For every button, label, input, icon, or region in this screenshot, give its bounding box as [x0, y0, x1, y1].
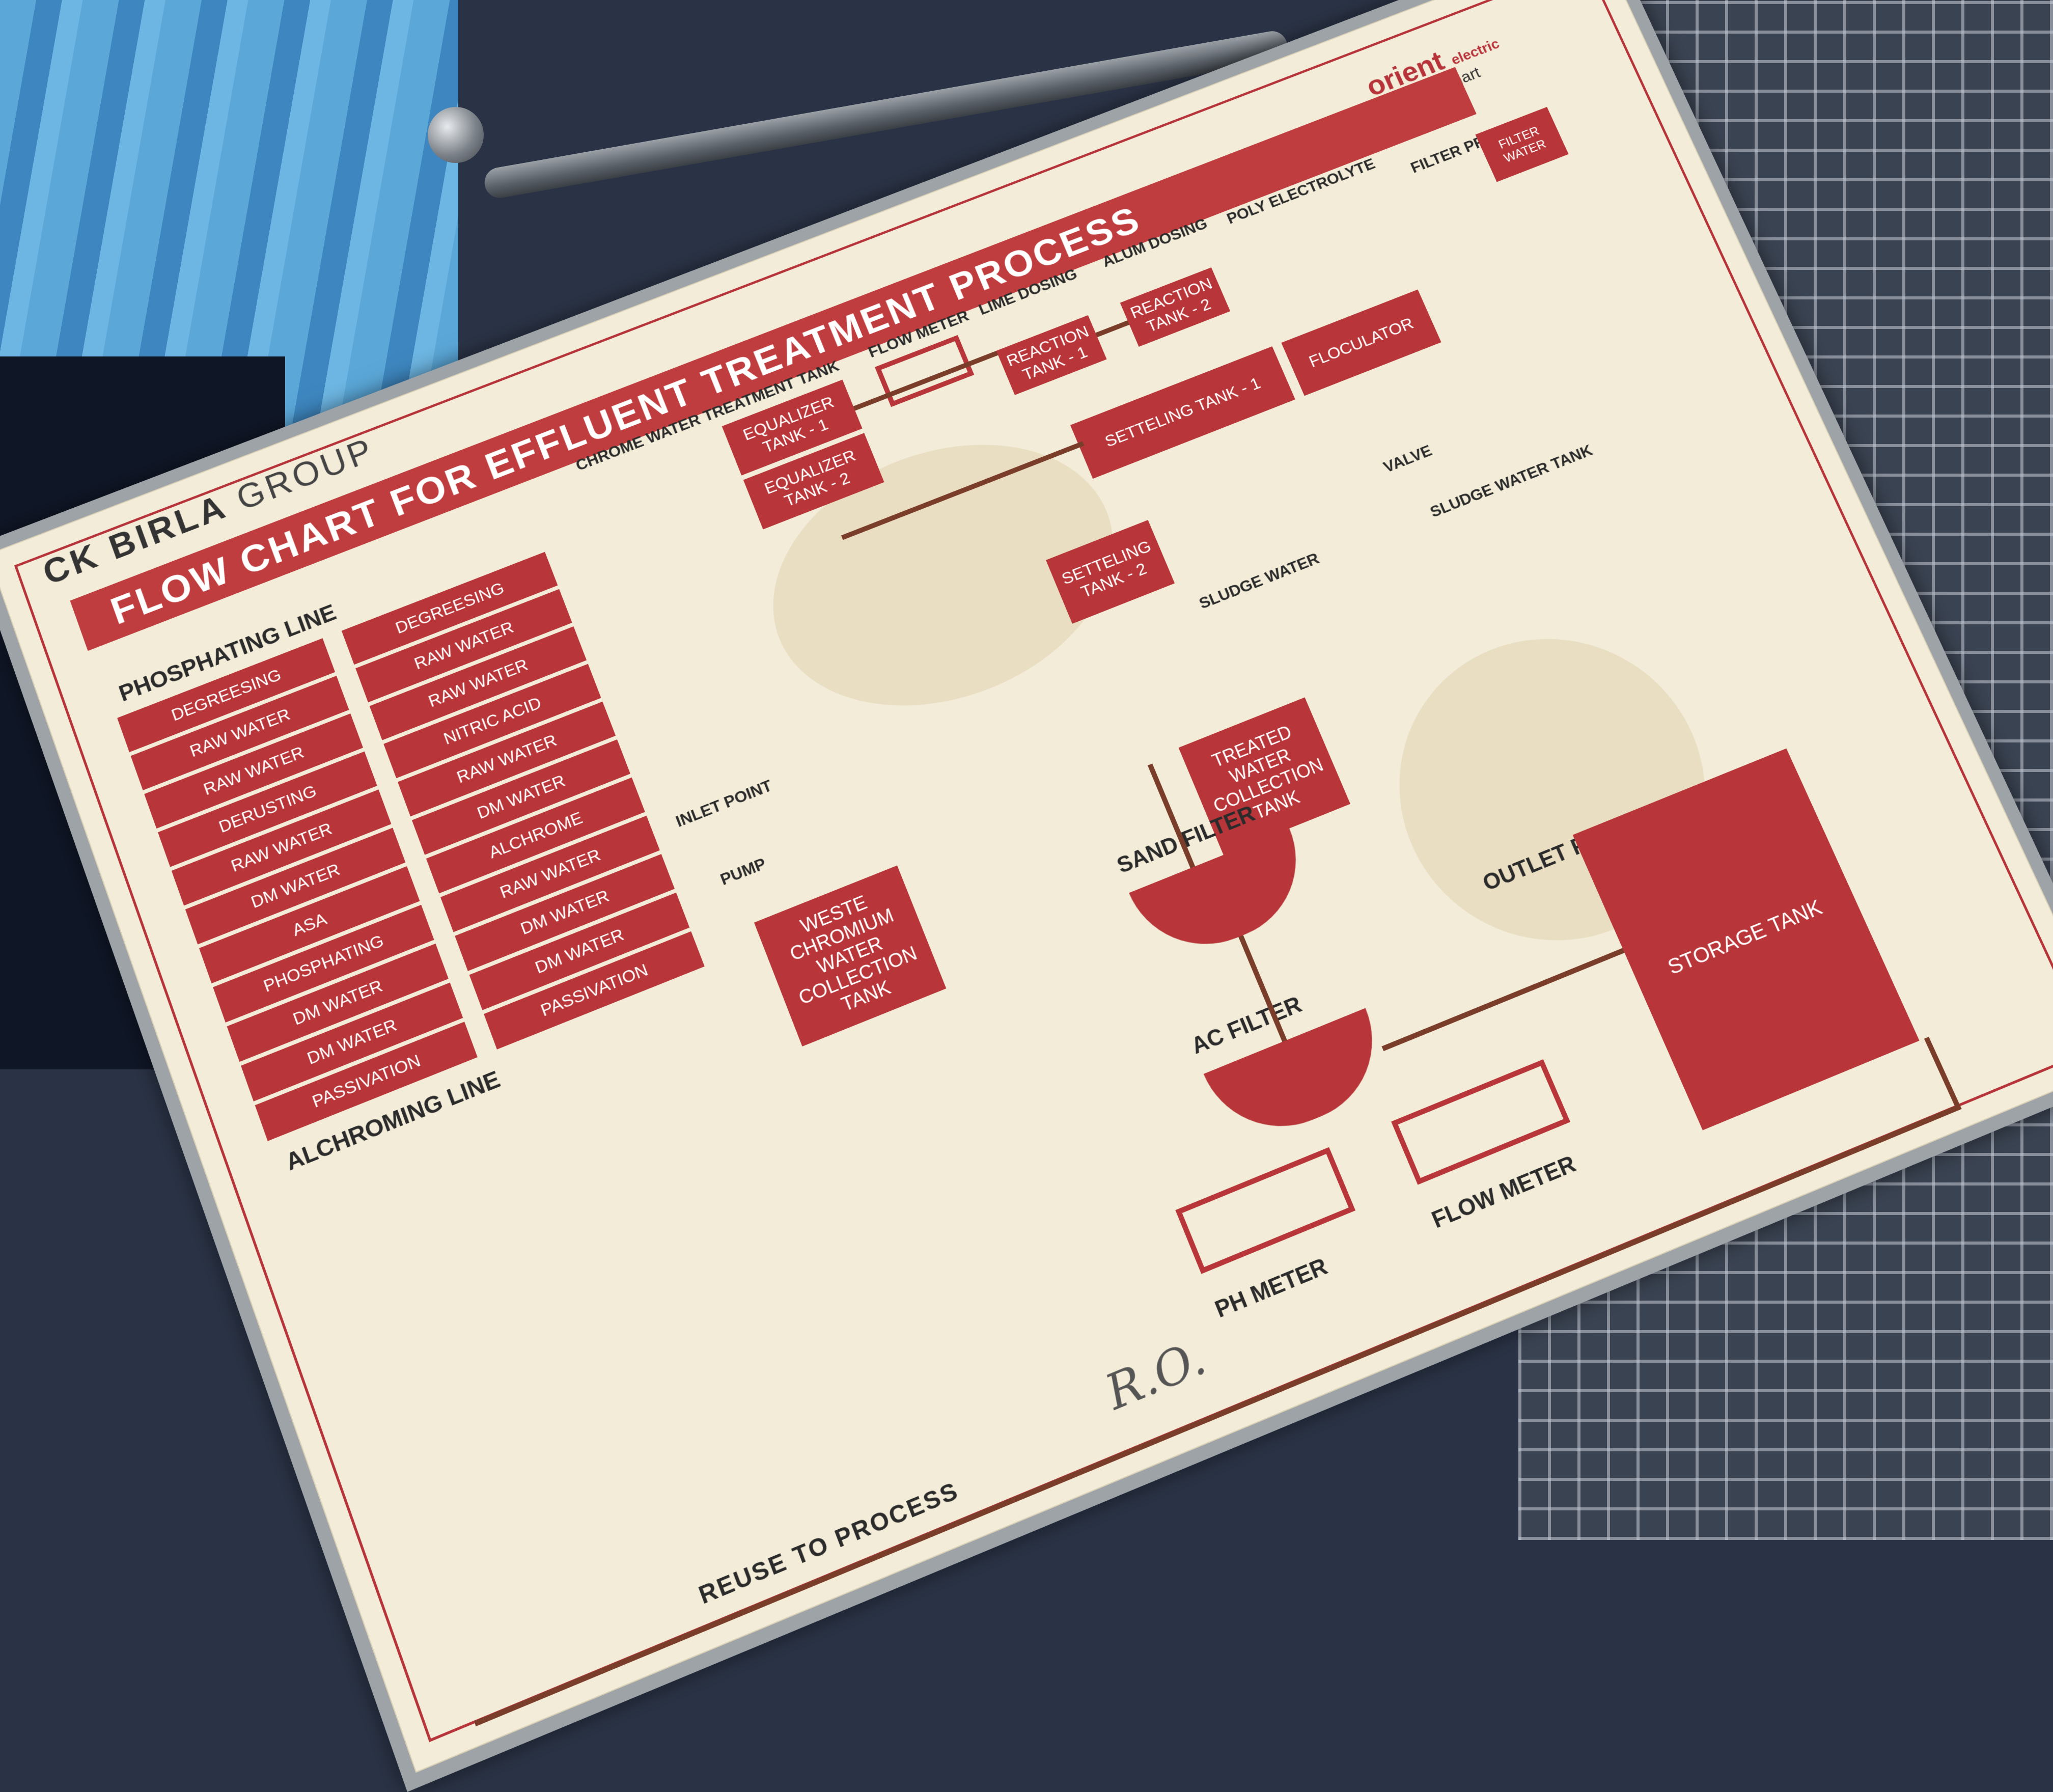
photo-scene: CK BIRLA GROUP orient electricswitch to … [0, 0, 2053, 1540]
rod-end-ball [428, 107, 484, 163]
